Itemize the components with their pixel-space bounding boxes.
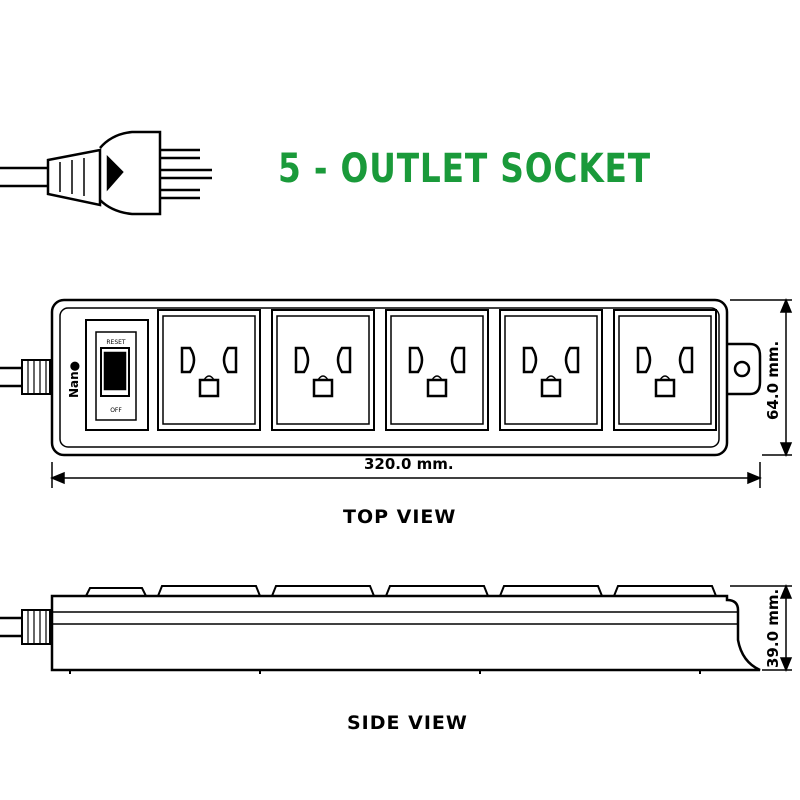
outlet-4 — [499, 309, 603, 431]
outlet-5 — [613, 309, 717, 431]
length-dimension — [50, 462, 762, 488]
switch-off-label: OFF — [110, 407, 122, 414]
side-view-label: SIDE VIEW — [347, 712, 468, 734]
plug-icon — [0, 130, 212, 216]
top-view-label: TOP VIEW — [343, 506, 457, 528]
height-dimension — [730, 584, 793, 672]
brand-logo: Nan● — [67, 361, 81, 398]
cable-icon — [0, 359, 51, 395]
outlet-3 — [385, 309, 489, 431]
width-label: 64.0 mm. — [764, 340, 782, 420]
diagram-title: 5 - OUTLET SOCKET — [278, 146, 651, 192]
length-label: 320.0 mm. — [364, 455, 454, 473]
width-dimension — [730, 298, 793, 457]
side-view — [0, 584, 793, 674]
switch-on-label: RESET — [106, 339, 126, 346]
outlet-2 — [271, 309, 375, 431]
top-view — [0, 298, 793, 488]
outlet-1 — [157, 309, 261, 431]
height-label: 39.0 mm. — [764, 588, 782, 668]
